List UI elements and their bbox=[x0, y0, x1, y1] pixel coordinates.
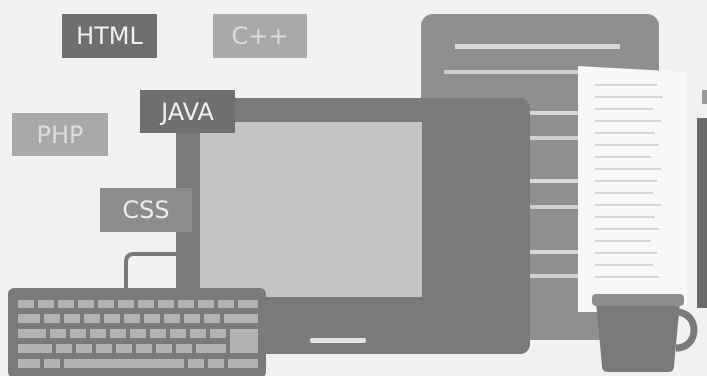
html-tag: HTML bbox=[62, 14, 157, 58]
keyboard-device bbox=[8, 288, 266, 376]
cpp-tag: C++ bbox=[213, 14, 307, 58]
tag-label: PHP bbox=[36, 120, 84, 149]
css-tag: CSS bbox=[100, 188, 192, 232]
mug-icon bbox=[592, 294, 698, 372]
java-tag: JAVA bbox=[140, 90, 235, 133]
php-tag: PHP bbox=[12, 113, 108, 156]
keyboard-cable bbox=[124, 252, 184, 296]
tag-label: JAVA bbox=[161, 97, 214, 126]
monitor-device bbox=[176, 98, 530, 354]
tag-label: HTML bbox=[76, 22, 143, 50]
tag-label: C++ bbox=[231, 22, 289, 50]
paper-document bbox=[578, 66, 687, 312]
tag-label: CSS bbox=[122, 196, 170, 224]
side-panel bbox=[697, 90, 707, 308]
